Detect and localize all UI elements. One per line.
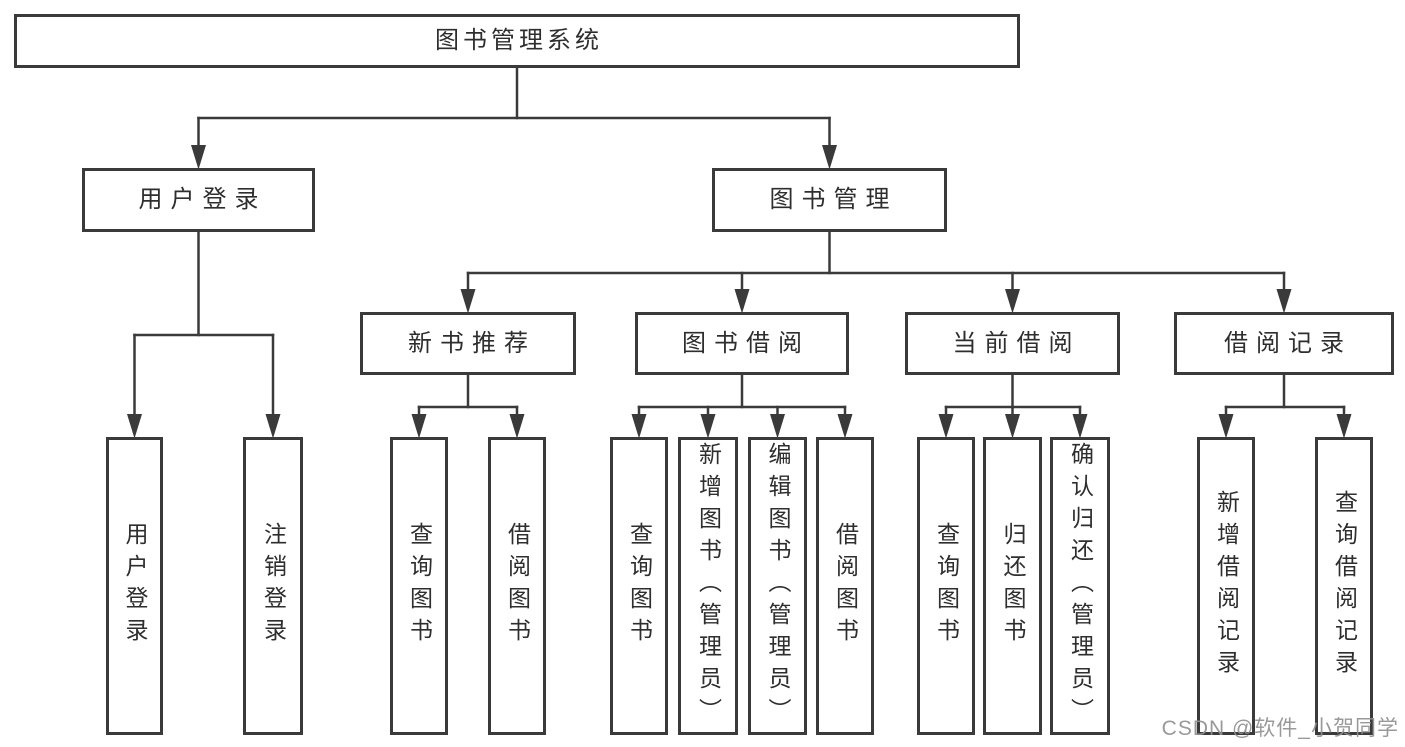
- node-label: 查询图书: [626, 522, 653, 650]
- node-label: 借阅记录: [1224, 329, 1352, 357]
- node-book-borrow: 图书借阅: [635, 312, 849, 375]
- leaf-query-books-current: 查询图书: [917, 437, 975, 735]
- watermark-text: CSDN @软件_小贺同学: [1161, 717, 1399, 740]
- node-label: 归还图书: [1000, 522, 1026, 650]
- node-label: 借阅图书: [832, 522, 859, 650]
- node-label: 图书管理系统: [435, 27, 603, 54]
- node-label: 注销登录: [260, 522, 287, 650]
- node-label: 编辑图书（管理员）: [765, 442, 791, 730]
- node-label: 查询图书: [406, 522, 433, 650]
- leaf-query-books-recommend: 查询图书: [390, 437, 448, 735]
- node-label: 新增图书（管理员）: [695, 442, 722, 730]
- node-label: 当前借阅: [952, 329, 1081, 357]
- leaf-query-books-borrow: 查询图书: [610, 437, 668, 735]
- leaf-return-book: 归还图书: [983, 437, 1042, 735]
- node-label: 图书管理: [769, 186, 898, 213]
- node-borrow-records: 借阅记录: [1174, 312, 1394, 375]
- node-label: 查询图书: [933, 522, 960, 650]
- leaf-add-book-admin: 新增图书（管理员）: [678, 437, 738, 735]
- node-user-login: 用户登录: [82, 168, 315, 232]
- node-new-book-recommend: 新书推荐: [360, 312, 576, 375]
- node-book-management: 图书管理: [712, 168, 947, 232]
- node-label: 查询借阅记录: [1331, 490, 1358, 682]
- leaf-query-borrow-record: 查询借阅记录: [1315, 437, 1373, 735]
- leaf-edit-book-admin: 编辑图书（管理员）: [748, 437, 807, 735]
- node-label: 图书借阅: [682, 329, 810, 357]
- node-library-system: 图书管理系统: [14, 14, 1020, 68]
- leaf-borrow-books-recommend: 借阅图书: [488, 437, 546, 735]
- node-label: 新书推荐: [408, 329, 536, 357]
- node-current-borrow: 当前借阅: [905, 312, 1120, 375]
- leaf-confirm-return-admin: 确认归还（管理员）: [1050, 437, 1110, 735]
- node-label: 借阅图书: [504, 522, 531, 650]
- leaf-add-borrow-record: 新增借阅记录: [1197, 437, 1255, 735]
- leaf-logout: 注销登录: [243, 437, 303, 735]
- leaf-user-login: 用户登录: [106, 437, 163, 735]
- node-label: 用户登录: [122, 522, 148, 650]
- node-label: 确认归还（管理员）: [1067, 442, 1094, 730]
- node-label: 用户登录: [138, 186, 267, 213]
- leaf-borrow-books: 借阅图书: [816, 437, 874, 735]
- node-label: 新增借阅记录: [1213, 490, 1240, 682]
